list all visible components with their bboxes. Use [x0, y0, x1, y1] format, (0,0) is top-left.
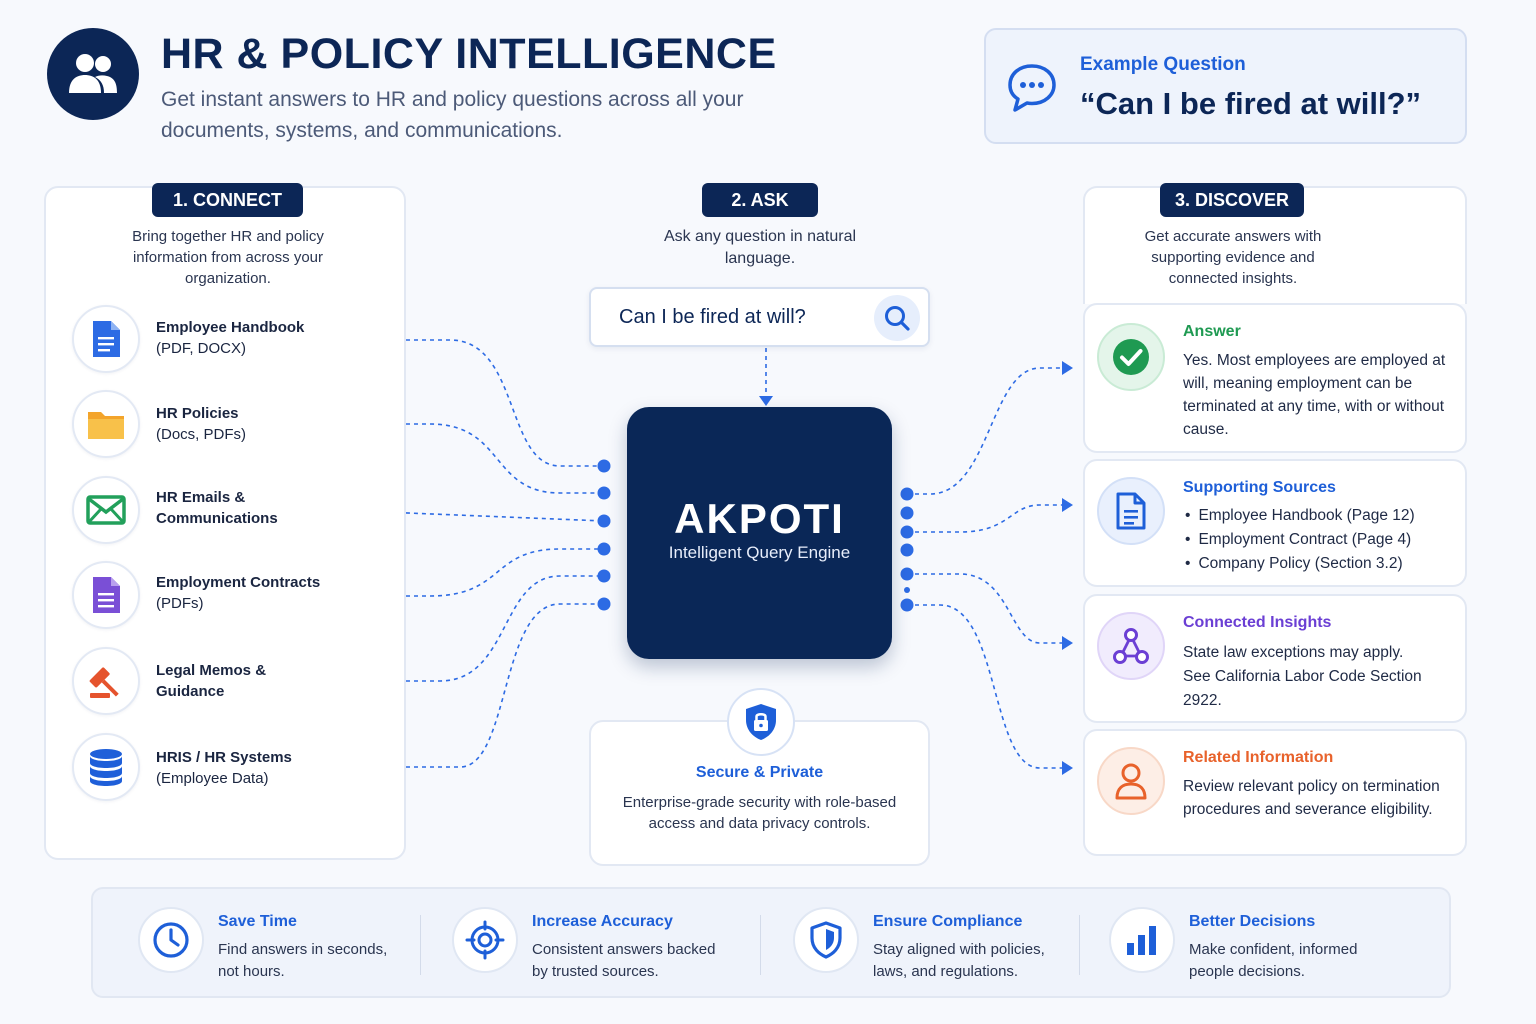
engine-name: AKPOTI — [674, 495, 845, 542]
document-lines-icon — [1097, 477, 1165, 545]
benefit-text: Consistent answers backed by trusted sou… — [532, 941, 716, 980]
page-title: HR & POLICY INTELLIGENCE — [161, 30, 777, 78]
example-question-label: Example Question — [1080, 54, 1246, 75]
person-icon — [1097, 747, 1165, 815]
benefit-increase-accuracy: Increase Accuracy Consistent answers bac… — [452, 889, 752, 996]
benefit-save-time: Save Time Find answers in seconds, not h… — [138, 889, 438, 996]
benefits-bar: Save Time Find answers in seconds, not h… — [91, 887, 1451, 998]
related-information-card: Related Information Review relevant poli… — [1083, 729, 1467, 856]
benefit-title: Increase Accuracy — [532, 913, 673, 930]
secure-description: Enterprise-grade security with role-base… — [622, 794, 897, 832]
source-item[interactable]: Employment Contract (Page 4) — [1183, 528, 1447, 552]
divider — [1079, 915, 1080, 975]
secure-title: Secure & Private — [695, 764, 824, 781]
source-employment-contracts[interactable]: Employment Contracts(PDFs) — [156, 574, 321, 612]
question-search-box[interactable]: Can I be fired at will? — [589, 287, 930, 347]
database-icon — [72, 733, 140, 801]
divider — [760, 915, 761, 975]
benefit-better-decisions: Better Decisions Make confident, informe… — [1109, 889, 1409, 996]
users-logo-icon — [47, 28, 139, 120]
gavel-icon — [72, 647, 140, 715]
connect-step-tag: 1. CONNECT — [152, 183, 303, 217]
query-engine-box: AKPOTI Intelligent Query Engine — [627, 407, 892, 659]
supporting-sources-title: Supporting Sources — [1183, 479, 1336, 496]
connected-insights-line1: State law exceptions may apply. — [1183, 644, 1404, 661]
answer-text: Yes. Most employees are employed at will… — [1183, 352, 1446, 438]
folder-icon — [72, 390, 140, 458]
contract-icon — [72, 561, 140, 629]
source-legal-memos[interactable]: Legal Memos &Guidance — [156, 662, 267, 700]
benefit-text: Make confident, informed people decision… — [1189, 941, 1358, 980]
benefit-title: Save Time — [218, 913, 297, 930]
answer-card: Answer Yes. Most employees are employed … — [1083, 303, 1467, 453]
connected-insights-title: Connected Insights — [1183, 614, 1332, 631]
clock-icon — [138, 907, 204, 973]
divider — [420, 915, 421, 975]
ask-description: Ask any question in natural language. — [663, 228, 857, 267]
secure-private-card: Secure & Private Enterprise-grade securi… — [589, 688, 930, 866]
shield-lock-icon — [727, 688, 795, 756]
source-employee-handbook[interactable]: Employee Handbook(PDF, DOCX) — [156, 319, 305, 357]
search-button[interactable] — [874, 295, 920, 341]
chat-bubble-icon — [1004, 60, 1060, 121]
related-information-title: Related Information — [1183, 749, 1334, 766]
benefit-text: Find answers in seconds, not hours. — [218, 941, 388, 980]
related-information-text: Review relevant policy on termination pr… — [1183, 778, 1440, 818]
benefit-ensure-compliance: Ensure Compliance Stay aligned with poli… — [793, 889, 1093, 996]
discover-description: Get accurate answers with supporting evi… — [1144, 228, 1322, 287]
check-circle-icon — [1097, 323, 1165, 391]
search-icon — [885, 306, 910, 331]
connected-insights-card: Connected Insights State law exceptions … — [1083, 594, 1467, 723]
benefit-title: Better Decisions — [1189, 913, 1316, 930]
example-question-text: “Can I be fired at will?” — [1080, 86, 1422, 121]
search-input[interactable]: Can I be fired at will? — [619, 306, 806, 328]
bar-chart-icon — [1109, 907, 1175, 973]
source-hr-emails[interactable]: HR Emails &Communications — [156, 489, 278, 527]
graph-nodes-icon — [1097, 612, 1165, 680]
connected-insights-line2: See California Labor Code Section 2922. — [1183, 668, 1422, 709]
source-hris-systems[interactable]: HRIS / HR Systems(Employee Data) — [156, 749, 292, 787]
benefit-title: Ensure Compliance — [873, 913, 1023, 930]
envelope-icon — [72, 476, 140, 544]
source-item[interactable]: Company Policy (Section 3.2) — [1183, 552, 1447, 576]
shield-icon — [793, 907, 859, 973]
target-icon — [452, 907, 518, 973]
answer-title: Answer — [1183, 323, 1241, 340]
discover-step-tag: 3. DISCOVER — [1160, 183, 1304, 217]
page-subtitle: Get instant answers to HR and policy que… — [161, 88, 744, 142]
example-question-card: Example Question “Can I be fired at will… — [984, 28, 1467, 144]
source-item[interactable]: Employee Handbook (Page 12) — [1183, 504, 1447, 528]
supporting-sources-list: Employee Handbook (Page 12) Employment C… — [1183, 504, 1447, 576]
engine-subtitle: Intelligent Query Engine — [668, 543, 851, 562]
source-hr-policies[interactable]: HR Policies(Docs, PDFs) — [156, 405, 246, 443]
benefit-text: Stay aligned with policies, laws, and re… — [873, 941, 1045, 980]
supporting-sources-card: Supporting Sources Employee Handbook (Pa… — [1083, 459, 1467, 587]
ask-step-tag: 2. ASK — [702, 183, 818, 217]
document-icon — [72, 305, 140, 373]
connect-description: Bring together HR and policy information… — [132, 228, 324, 287]
